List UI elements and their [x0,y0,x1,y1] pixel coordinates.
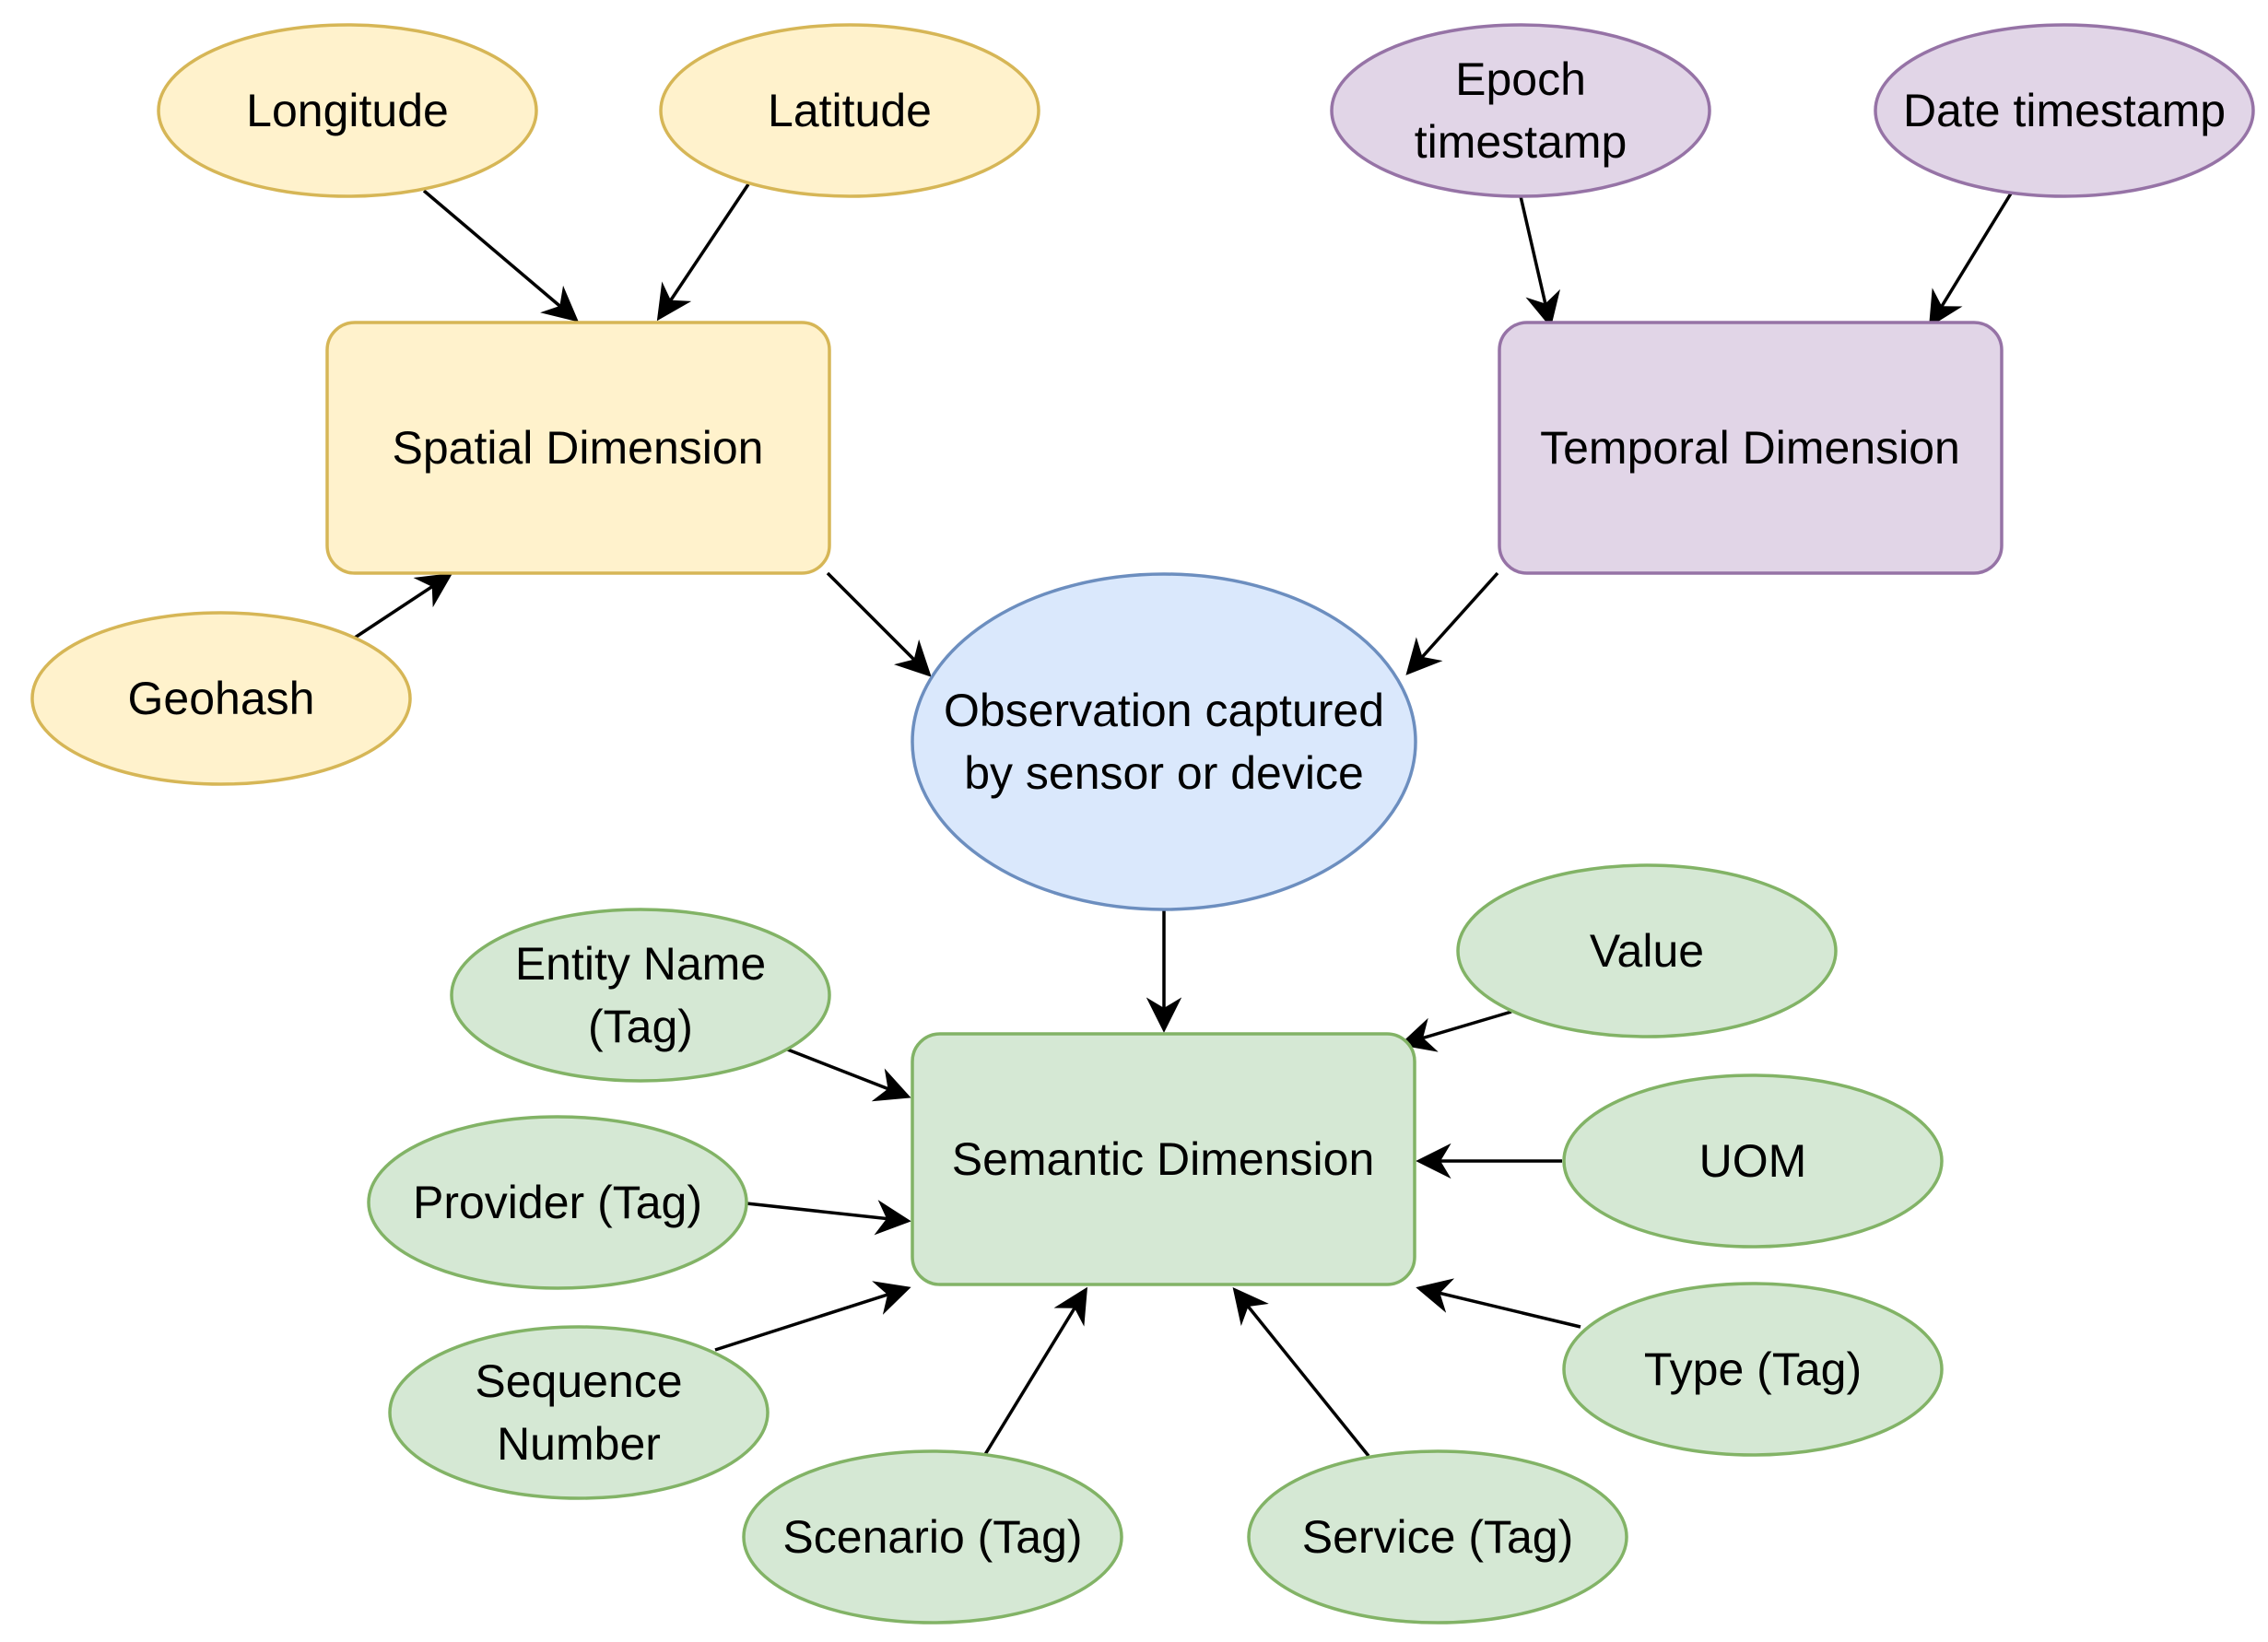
epoch-timestamp-node: Epoch timestamp [1330,23,1711,198]
label-line: Geohash [128,673,315,724]
label-line: Number [497,1418,661,1470]
date-timestamp-label: Date timestamp [1903,85,2226,136]
uom-label: UOM [1699,1135,1807,1187]
temporal-dimension-label: Temporal Dimension [1540,422,1960,474]
geohash-node: Geohash [30,611,412,786]
value-node: Value [1456,863,1838,1038]
label-line: timestamp [1415,116,1628,168]
spatial-dimension-node: Spatial Dimension [325,321,831,575]
edge-latitude-to-spatial [656,183,750,322]
observation-node: Observation captured by sensor or device [911,572,1417,911]
edge-type-to-semantic [1416,1278,1581,1329]
label-line: Value [1590,925,1704,977]
label-line: Spatial Dimension [393,422,764,474]
label-line: Temporal Dimension [1540,422,1960,474]
epoch-timestamp-label: Epoch timestamp [1415,53,1628,168]
label-line: Epoch [1455,53,1586,105]
label-line: Latitude [768,85,932,136]
edge-entity-to-semantic [784,1047,911,1102]
label-line: Date timestamp [1903,85,2226,136]
edge-provider-to-semantic [746,1200,911,1236]
edge-value-to-semantic [1399,1010,1512,1052]
spatial-dimension-label: Spatial Dimension [393,422,764,474]
scenario-label: Scenario (Tag) [782,1511,1082,1563]
edge-temporal-to-observation [1405,571,1499,675]
observation-label: Observation captured by sensor or device [944,685,1384,799]
label-line: (Tag) [588,1001,693,1052]
longitude-label: Longitude [246,85,449,136]
label-line: UOM [1699,1135,1807,1187]
edge-service-to-semantic [1232,1287,1370,1458]
label-line: Observation captured [944,685,1384,736]
service-node: Service (Tag) [1247,1449,1628,1624]
entity-name-node: Entity Name (Tag) [450,908,831,1083]
label-line: Scenario (Tag) [782,1511,1082,1563]
edge-longitude-to-spatial [422,189,579,323]
edge-sequence-to-semantic [714,1281,911,1352]
label-line: Sequence [475,1355,682,1407]
longitude-node: Longitude [157,23,538,198]
semantic-dimension-node: Semantic Dimension [911,1032,1416,1286]
edge-epoch-to-temporal [1519,195,1560,328]
label-line: Type (Tag) [1644,1343,1862,1395]
type-label: Type (Tag) [1644,1343,1862,1395]
type-node: Type (Tag) [1562,1282,1944,1457]
uom-node: UOM [1562,1073,1944,1249]
edges [354,183,2013,1458]
label-line: Provider (Tag) [413,1177,702,1228]
label-line: Entity Name [515,938,766,990]
provider-node: Provider (Tag) [367,1115,748,1290]
edge-scenario-to-semantic [982,1286,1088,1457]
service-label: Service (Tag) [1302,1511,1574,1563]
provider-label: Provider (Tag) [413,1177,702,1228]
latitude-label: Latitude [768,85,932,136]
label-line: Semantic Dimension [952,1133,1375,1185]
date-timestamp-node: Date timestamp [1874,23,2255,198]
edge-spatial-to-observation [826,571,932,677]
value-label: Value [1590,925,1704,977]
scenario-node: Scenario (Tag) [742,1449,1123,1624]
edge-date-to-temporal [1928,193,2013,328]
entity-name-label: Entity Name (Tag) [515,938,766,1052]
geohash-label: Geohash [128,673,315,724]
edge-geohash-to-spatial [354,572,453,639]
label-line: by sensor or device [964,747,1364,799]
label-line: Service (Tag) [1302,1511,1574,1563]
label-line: Longitude [246,85,449,136]
latitude-node: Latitude [659,23,1040,198]
temporal-dimension-node: Temporal Dimension [1498,321,2004,575]
semantic-dimension-label: Semantic Dimension [952,1133,1375,1185]
